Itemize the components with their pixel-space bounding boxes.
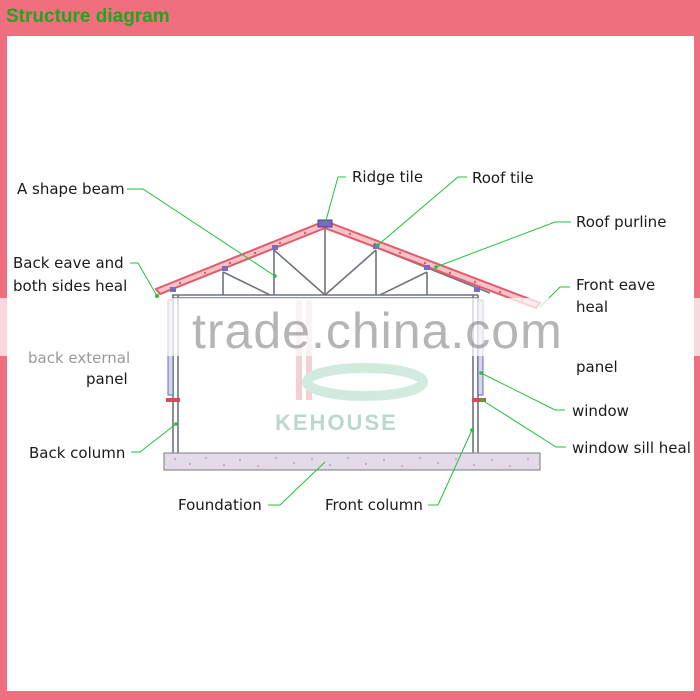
label-back-panel-line1: back external [28,349,131,367]
truss [159,226,491,299]
watermark-brand-text: KEHOUSE [275,410,398,435]
leader-back-column [131,423,177,453]
leader-front-column [428,429,473,506]
leader-window [480,372,565,411]
back-window-sill [166,398,180,402]
label-roof-purline: Roof purline [576,213,667,231]
label-back-eave-line2: both sides heal [13,277,128,295]
truss-web-6 [324,249,377,296]
leader-roof-tile [377,176,467,246]
diagram-canvas [7,36,694,691]
watermark-band [0,298,700,356]
label-window-sill-heal: window sill heal [572,439,691,457]
label-back-column: Back column [29,444,126,462]
leader-back-eave [130,262,158,297]
leader-roof-purline [435,221,571,268]
label-front-eave-line1: Front eave [576,276,656,294]
page-title: Structure diagram [6,6,170,27]
label-ridge-tile: Ridge tile [352,168,424,186]
truss-web-8 [379,271,428,296]
leader-a-shape-beam [127,188,276,277]
roof-tile-left [154,219,326,296]
label-roof-tile: Roof tile [472,169,534,187]
leader-endpoints [155,243,484,432]
label-window: window [572,402,629,420]
leader-lines [127,176,571,506]
leader-window-sill [481,399,566,448]
label-front-column: Front column [325,496,423,514]
foundation-slab [163,452,541,471]
front-window-sill [472,398,486,402]
foundation-texture [174,457,529,467]
roof-purlins [170,244,480,292]
label-foundation: Foundation [178,496,262,514]
truss-web-4 [273,249,326,296]
truss-web-2 [222,271,271,296]
label-front-eave-line2: heal [576,298,609,316]
label-front-panel: panel [576,358,618,376]
label-back-panel-line2: panel [86,370,128,388]
label-a-shape-beam: A shape beam [17,180,125,198]
watermark-site-text: trade.china.com [192,303,563,359]
leader-ridge-tile [324,176,346,225]
leader-foundation [268,461,326,506]
header-bar: Structure diagram [0,0,700,36]
label-back-eave-line1: Back eave and [13,254,124,272]
